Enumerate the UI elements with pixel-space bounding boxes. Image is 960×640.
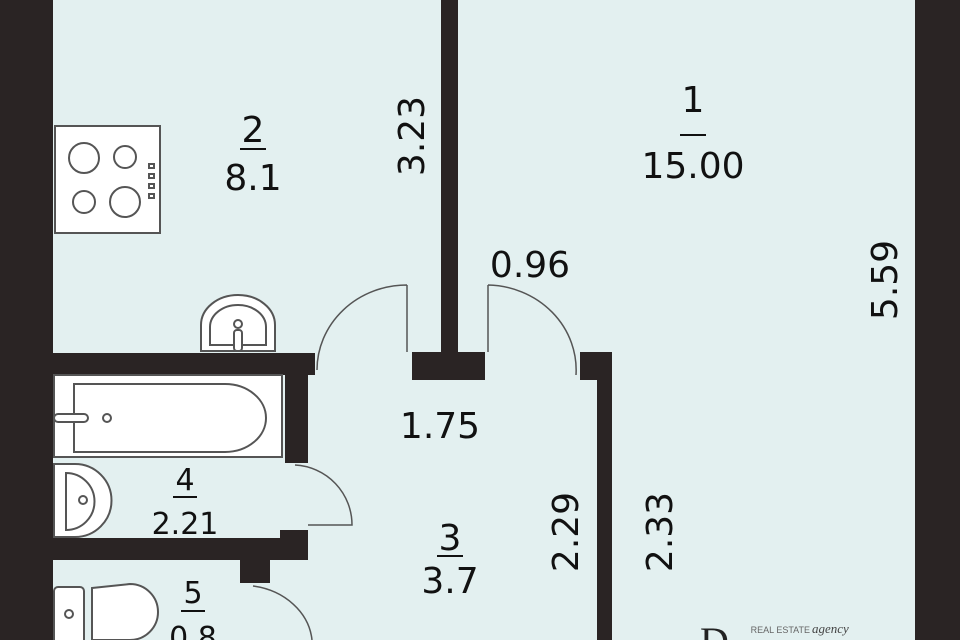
room-labels: 2 8.1 1 15.00 3 3.7 4 2.21 5 0.8 [152,80,745,640]
doors [252,284,577,640]
dimension-label: 1.75 [400,406,480,447]
dimension-label: 0.96 [490,245,570,286]
dimension-labels: 3.23 0.96 5.59 1.75 2.29 2.33 [392,96,906,572]
dimension-label: 5.59 [865,240,906,320]
tagline-agency: agency [812,621,849,636]
room-3-number: 3 [439,518,462,559]
room-5-area: 0.8 [169,621,217,640]
tagline-real-estate: REAL ESTATE [751,625,810,635]
toilet-bowl [91,582,159,640]
room-4-area: 2.21 [152,507,219,542]
logo-letter: D [700,619,729,640]
stove [54,125,161,234]
room-2-area: 8.1 [224,158,281,199]
dimension-label: 2.33 [640,492,681,572]
agency-logo: REAL ESTATE agency D [700,619,849,640]
room-2-number: 2 [242,110,265,151]
room-5-number: 5 [183,576,202,611]
room-4-number: 4 [175,463,194,498]
room-3-area: 3.7 [421,561,478,602]
dimension-label: 3.23 [392,96,433,176]
room-1-area: 15.00 [641,146,744,187]
room-1-number: 1 [682,80,705,121]
dimension-label: 2.29 [546,492,587,572]
bathroom-fixtures [53,294,283,640]
